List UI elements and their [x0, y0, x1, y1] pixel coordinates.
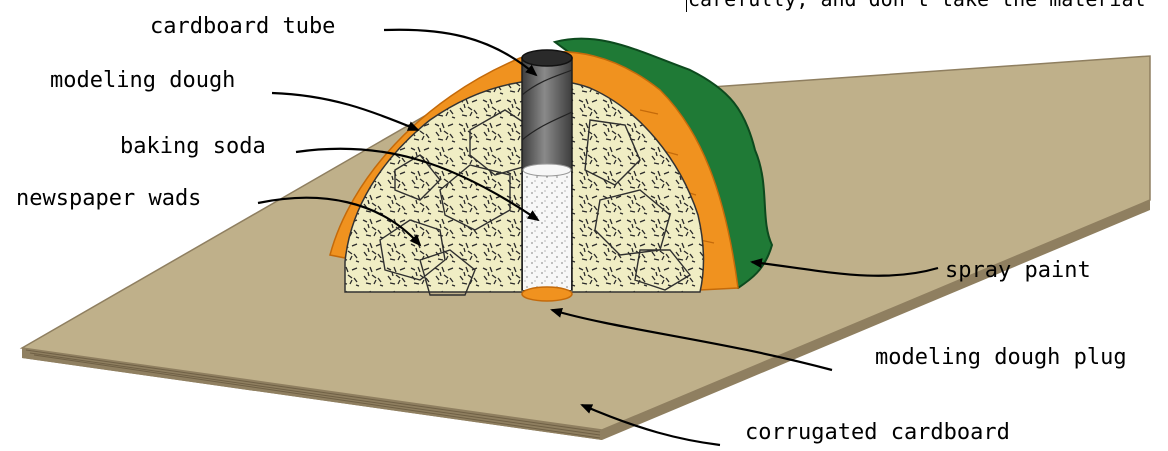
cardboard-tube [522, 50, 572, 301]
modeling-dough-plug [522, 287, 572, 301]
label-modeling-dough: modeling dough [50, 68, 235, 94]
arrow-modeling-dough [272, 93, 418, 130]
label-baking-soda: baking soda [120, 134, 266, 160]
baking-soda [523, 170, 571, 290]
label-corrugated-cardboard: corrugated cardboard [745, 420, 1010, 446]
label-spray-paint: spray paint [945, 258, 1091, 284]
label-modeling-dough-plug: modeling dough plug [875, 345, 1127, 371]
label-newspaper-wads: newspaper wads [16, 186, 201, 212]
label-cardboard-tube: cardboard tube [150, 14, 335, 40]
